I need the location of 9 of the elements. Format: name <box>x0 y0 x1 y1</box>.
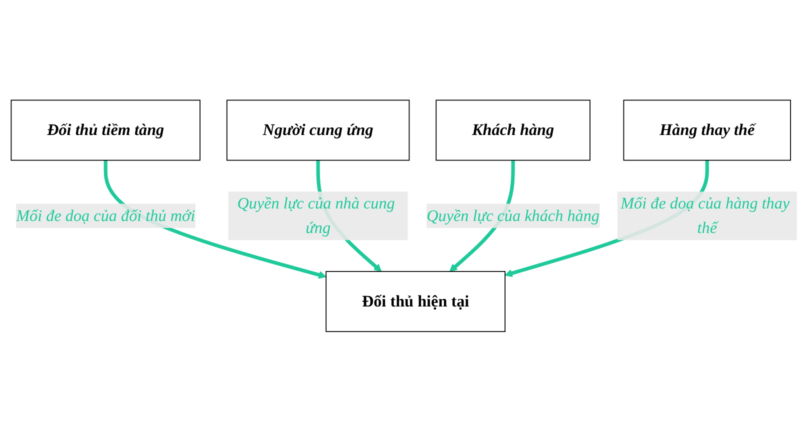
node-box: Đối thủ hiện tại <box>325 271 505 332</box>
node-box: Hàng thay thế <box>622 100 790 161</box>
edge-label: Mối đe doạ của hàng thay thế <box>620 194 790 237</box>
node-box: Đối thủ tiềm tàng <box>10 100 200 161</box>
node-box: Khách hàng <box>435 100 590 161</box>
node-box: Người cung ứng <box>226 100 410 161</box>
edge-label: Quyền lực của nhà cung ứng <box>236 194 394 237</box>
edge-label: Quyền lực của khách hàng <box>426 206 599 225</box>
edge-label: Mối đe doạ của đối thủ mới <box>16 206 195 225</box>
